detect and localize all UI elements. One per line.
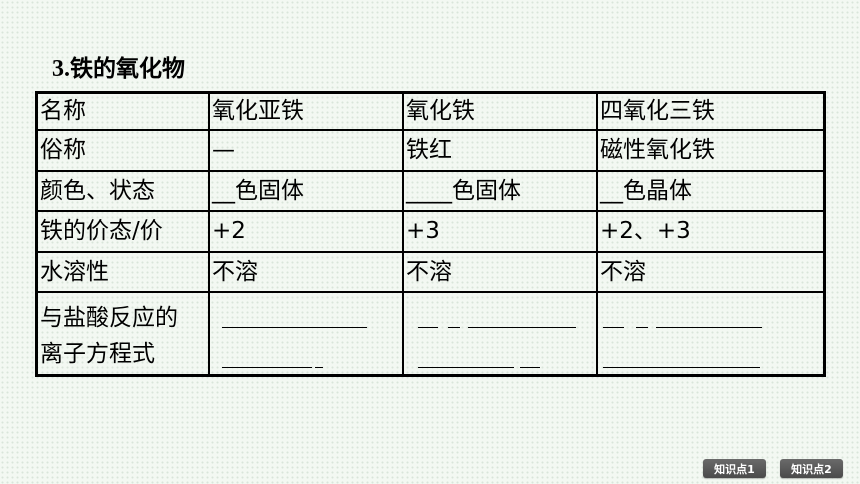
- section-number: 3.: [52, 56, 70, 82]
- cell-fe2o3-common-name: 铁红: [404, 131, 598, 172]
- knowledge-point-1-button[interactable]: 知识点1: [703, 459, 766, 478]
- answer-cell-fe2o3: [404, 293, 598, 374]
- answer-blank-line: [636, 327, 648, 328]
- answer-blank-line: [418, 367, 514, 368]
- cell-fe3o4-valence: +2、+3: [598, 212, 823, 253]
- cell-fe2o3-valence: +3: [404, 212, 598, 253]
- row-label-name: 名称: [38, 94, 210, 131]
- section-title: 3.铁的氧化物: [52, 54, 185, 84]
- row-label-valence: 铁的价态/价: [38, 212, 210, 253]
- row-label-line-1: 与盐酸反应的: [40, 305, 178, 331]
- row-label-color-state: 颜色、状态: [38, 172, 210, 212]
- answer-blank-line: [656, 327, 762, 328]
- answer-blank-line: [603, 327, 624, 328]
- row-label-solubility: 水溶性: [38, 253, 210, 293]
- cell-feo-color-state: __色固体: [210, 172, 404, 212]
- answer-blank-line: [448, 327, 460, 328]
- cell-fe3o4-solubility: 不溶: [598, 253, 823, 293]
- answer-blank-line: [520, 367, 540, 368]
- answer-blank-line: [222, 367, 312, 368]
- cell-feo-name: 氧化亚铁: [210, 94, 404, 131]
- cell-fe3o4-name: 四氧化三铁: [598, 94, 823, 131]
- cell-fe2o3-color-state: ____色固体: [404, 172, 598, 212]
- iron-oxides-table: 名称 氧化亚铁 氧化铁 四氧化三铁 俗称 — 铁红 磁性氧化铁 颜色、状态 __…: [35, 91, 826, 377]
- answer-cell-feo: [210, 293, 404, 374]
- cell-feo-solubility: 不溶: [210, 253, 404, 293]
- answer-blank-line: [315, 367, 323, 368]
- cell-fe2o3-solubility: 不溶: [404, 253, 598, 293]
- answer-cell-fe3o4: [598, 293, 823, 374]
- answer-blank-line: [603, 367, 760, 368]
- cell-fe3o4-common-name: 磁性氧化铁: [598, 131, 823, 172]
- cell-fe3o4-color-state: __色晶体: [598, 172, 823, 212]
- row-label-hcl-equation: 与盐酸反应的 离子方程式: [38, 293, 210, 374]
- answer-blank-line: [468, 327, 576, 328]
- cell-feo-common-name: —: [210, 131, 404, 172]
- section-title-text: 铁的氧化物: [70, 56, 185, 82]
- row-label-common-name: 俗称: [38, 131, 210, 172]
- cell-feo-valence: +2: [210, 212, 404, 253]
- row-label-line-2: 离子方程式: [40, 341, 155, 367]
- answer-blank-line: [418, 327, 438, 328]
- knowledge-point-2-button[interactable]: 知识点2: [780, 459, 843, 478]
- cell-fe2o3-name: 氧化铁: [404, 94, 598, 131]
- answer-blank-line: [222, 327, 367, 328]
